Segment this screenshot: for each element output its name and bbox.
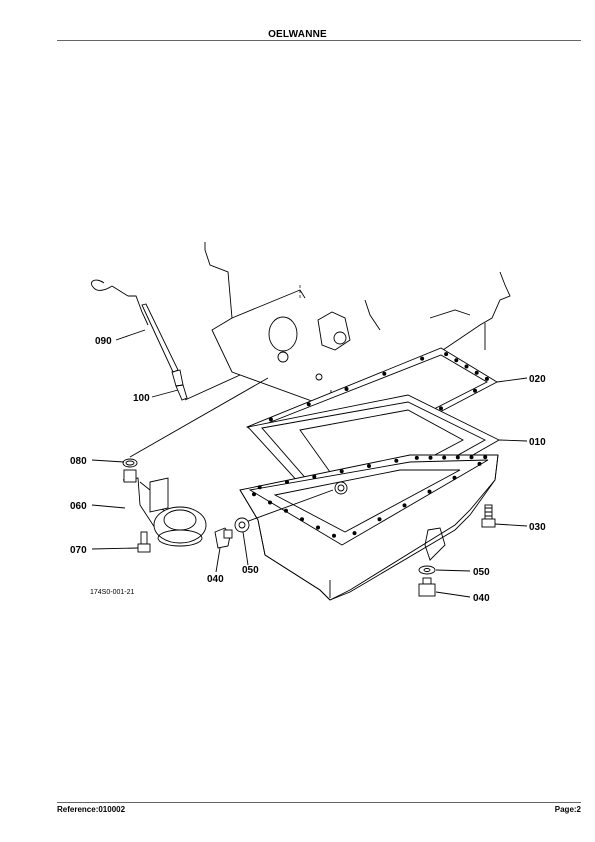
- pan-flange-bolt-hole: [483, 455, 488, 460]
- drain-guide-line: [234, 489, 334, 527]
- drain-plug-right: [418, 577, 436, 597]
- footer-page-number: Page:2: [554, 805, 581, 814]
- washer-right: [418, 565, 436, 575]
- drawing-number: 174S0-001-21: [90, 589, 134, 596]
- gasket-bolt-hole: [344, 387, 349, 391]
- gasket-bolt-hole: [444, 352, 449, 357]
- pan-flange-bolt-hole: [312, 474, 317, 479]
- callout-090: 090: [95, 336, 112, 347]
- pan-flange-bolt-hole: [427, 489, 432, 494]
- callout-leaders: [91, 329, 528, 598]
- pan-flange-bolt-hole: [339, 469, 344, 474]
- pan-flange-bolt-hole: [352, 531, 357, 536]
- gasket-bolt-hole: [382, 371, 387, 376]
- oil-strainer: [122, 469, 207, 547]
- pan-flange-bolt-hole: [428, 455, 433, 460]
- gasket-bolt-hole: [420, 356, 425, 361]
- callout-030: 030: [529, 522, 546, 533]
- pan-flange-bolt-hole: [455, 455, 460, 460]
- oil-pan: [239, 454, 499, 601]
- gasket-bolt-hole: [454, 358, 459, 363]
- engine-block: [204, 242, 511, 409]
- pan-flange-bolt-hole: [257, 485, 262, 490]
- pan-flange-bolt-hole: [285, 480, 289, 484]
- callout-020: 020: [529, 374, 546, 385]
- washer-left: [234, 517, 250, 533]
- callout-010: 010: [529, 437, 546, 448]
- gasket-bolt-hole: [474, 370, 479, 375]
- pan-flange-bolt-hole: [452, 475, 457, 480]
- gasket-bolt-hole: [484, 376, 489, 381]
- gasket-bolt-hole: [473, 388, 477, 393]
- pan-flange-bolt-hole: [477, 461, 482, 466]
- pan-flange-bolt-hole: [252, 492, 256, 497]
- dipstick-guide-line: [184, 374, 241, 401]
- gasket-bolt-hole: [439, 406, 443, 411]
- footer-divider: [57, 802, 581, 803]
- pan-flange-bolt-hole: [268, 500, 272, 505]
- pan-flange-bolt-hole: [367, 464, 371, 468]
- pan-flange-bolt-hole: [442, 455, 447, 460]
- bolt-030: [481, 504, 496, 528]
- gasket-bolt-hole: [268, 417, 273, 422]
- callout-050-right: 050: [473, 567, 490, 578]
- strainer-guide-line: [129, 377, 269, 458]
- pan-flange-bolt-hole: [377, 517, 382, 522]
- callout-050-left: 050: [242, 565, 259, 576]
- pan-flange-bolt-hole: [316, 525, 320, 530]
- gasket-bolt-hole: [306, 402, 311, 407]
- page-title: OELWANNE: [268, 29, 327, 40]
- callout-060: 060: [70, 501, 87, 512]
- callout-040-right: 040: [473, 593, 490, 604]
- bolt-070: [137, 531, 151, 553]
- dipstick: [91, 279, 188, 401]
- pan-flange-bolt-hole: [284, 508, 288, 513]
- o-ring: [122, 458, 138, 468]
- pan-flange-bolt-hole: [332, 533, 336, 538]
- pan-flange-bolt-hole: [300, 517, 304, 522]
- pan-flange-bolt-hole: [469, 455, 474, 460]
- gasket-bolt-hole: [464, 364, 469, 369]
- callout-080: 080: [70, 456, 87, 467]
- pan-flange-bolt-hole: [414, 455, 419, 460]
- drain-plug-left: [214, 527, 233, 549]
- callout-040-left: 040: [207, 574, 224, 585]
- footer-reference: Reference:010002: [57, 805, 126, 814]
- callout-070: 070: [70, 545, 87, 556]
- pan-flange-bolt-hole: [402, 503, 407, 508]
- header-divider: [57, 40, 581, 41]
- callout-100: 100: [133, 393, 150, 404]
- pan-flange-bolt-hole: [394, 458, 399, 463]
